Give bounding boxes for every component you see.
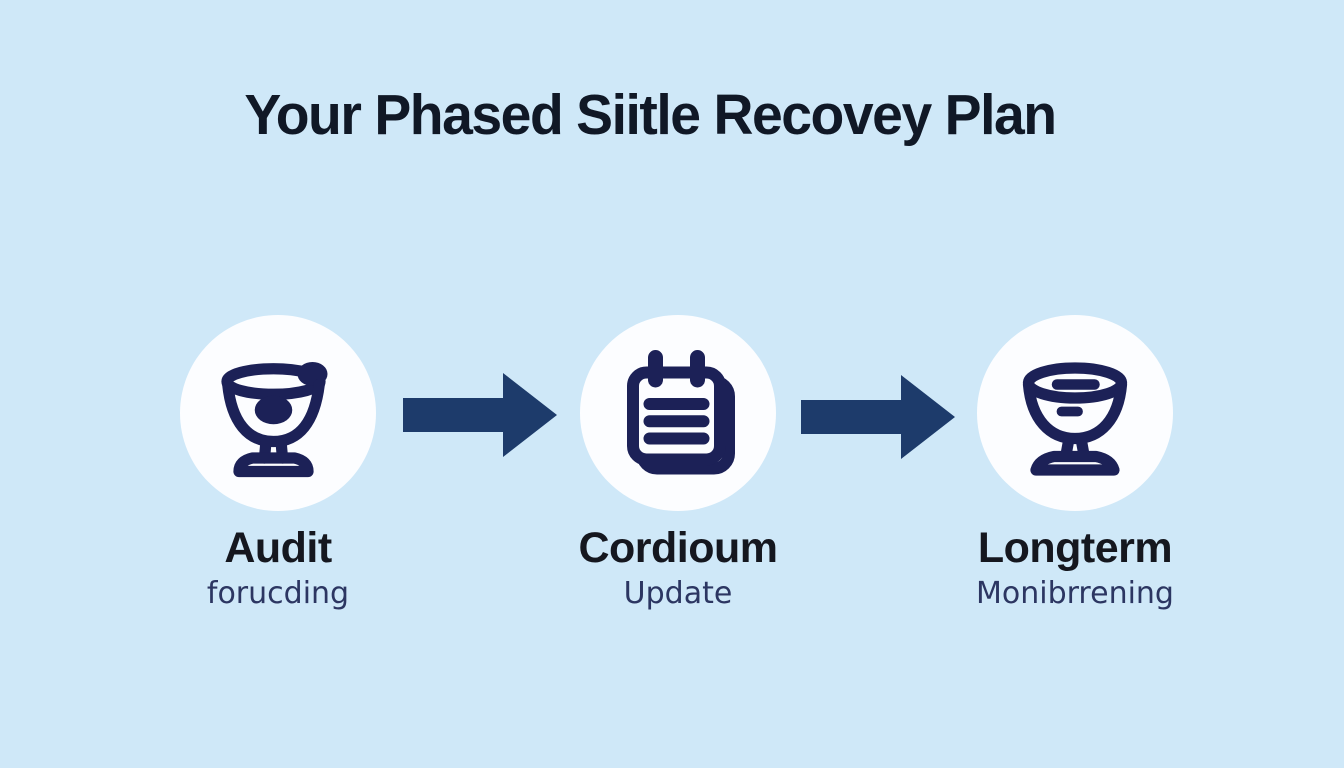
arrow-right-icon — [801, 375, 955, 459]
notepad-icon — [627, 350, 735, 475]
step-1-subtitle: forucding — [206, 576, 350, 611]
arrow-right-icon — [403, 373, 557, 457]
step-3-icon-circle — [977, 315, 1173, 511]
step-3-title: Longterm — [977, 524, 1173, 572]
step-2-subtitle: Update — [623, 576, 733, 611]
step-1-icon-circle — [180, 315, 376, 511]
step-2-title: Cordioum — [578, 524, 778, 572]
bowl-trophy-icon — [1022, 362, 1128, 476]
trophy-goblet-icon — [221, 362, 328, 478]
step-3-subtitle: Monibrrening — [976, 576, 1174, 611]
page-title: Your Phased Siitle Recovey Plan — [244, 83, 1057, 147]
step-2-icon-circle — [580, 315, 776, 511]
step-1-title: Audit — [224, 524, 332, 572]
